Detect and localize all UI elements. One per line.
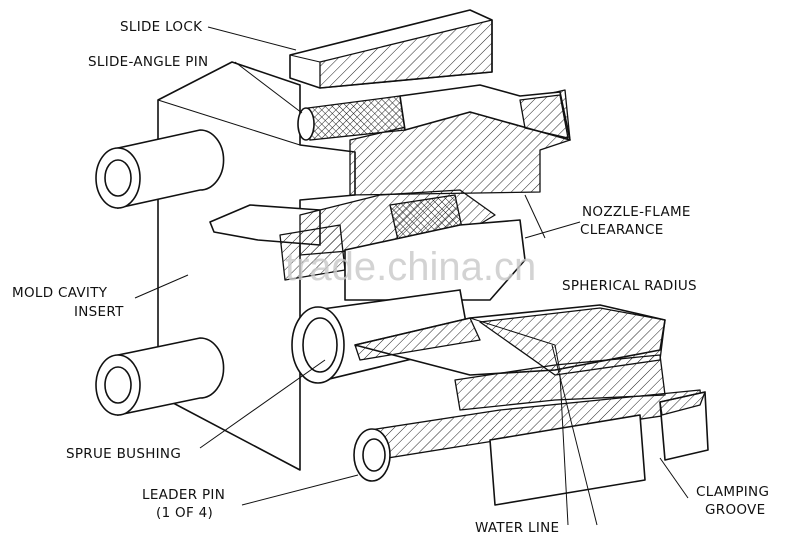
- label-slide-angle-pin: SLIDE-ANGLE PIN: [88, 54, 208, 70]
- label-water-line: WATER LINE: [475, 520, 559, 536]
- sprue-bushing: [291, 289, 471, 384]
- label-sprue-bushing: SPRUE BUSHING: [66, 446, 181, 462]
- label-groove: GROOVE: [705, 502, 765, 518]
- label-clearance: CLEARANCE: [580, 222, 664, 238]
- leader-pin-upper: [95, 129, 225, 209]
- label-spherical-radius: SPHERICAL RADIUS: [562, 278, 697, 294]
- label-clamping: CLAMPING: [696, 484, 769, 500]
- label-leader-pin-count: (1 OF 4): [156, 505, 213, 521]
- label-nozzle-flame: NOZZLE-FLAME: [582, 204, 691, 220]
- upper-slide: [349, 84, 571, 196]
- label-mold-cavity: MOLD CAVITY: [12, 285, 108, 301]
- slide-angle-pin: [297, 95, 406, 141]
- leader-pin-lower: [95, 337, 225, 416]
- label-leader-pin: LEADER PIN: [142, 487, 225, 503]
- lower-rail: [353, 389, 703, 506]
- watermark: trade.china.cn: [285, 245, 536, 289]
- leader-lines: [134, 26, 689, 526]
- slide-lock: [289, 9, 493, 89]
- clamping-block: [659, 391, 709, 461]
- label-slide-lock: SLIDE LOCK: [120, 19, 203, 35]
- nozzle-region: [209, 189, 546, 301]
- label-insert: INSERT: [74, 304, 124, 320]
